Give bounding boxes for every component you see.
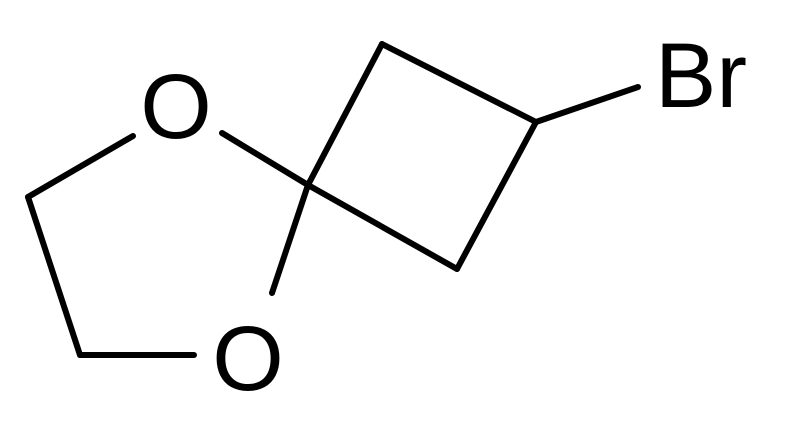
bond-o2-spiro	[269, 182, 311, 296]
bond-o1-spiro	[219, 130, 311, 188]
bond-c-top-c-br	[379, 41, 539, 125]
bond-ch2-ch2	[25, 194, 83, 358]
bond-c-bottom-spiro	[305, 182, 460, 272]
atom-oxygen-top: O	[140, 56, 212, 158]
bond-c-br-c-bottom	[454, 119, 539, 272]
atom-bromine: Br	[655, 25, 747, 127]
bond-spiro-c-top	[305, 41, 385, 188]
bond-o1-c-ring-left	[25, 133, 136, 200]
bond-c-br	[533, 84, 641, 125]
atom-oxygen-bottom: O	[212, 308, 284, 410]
